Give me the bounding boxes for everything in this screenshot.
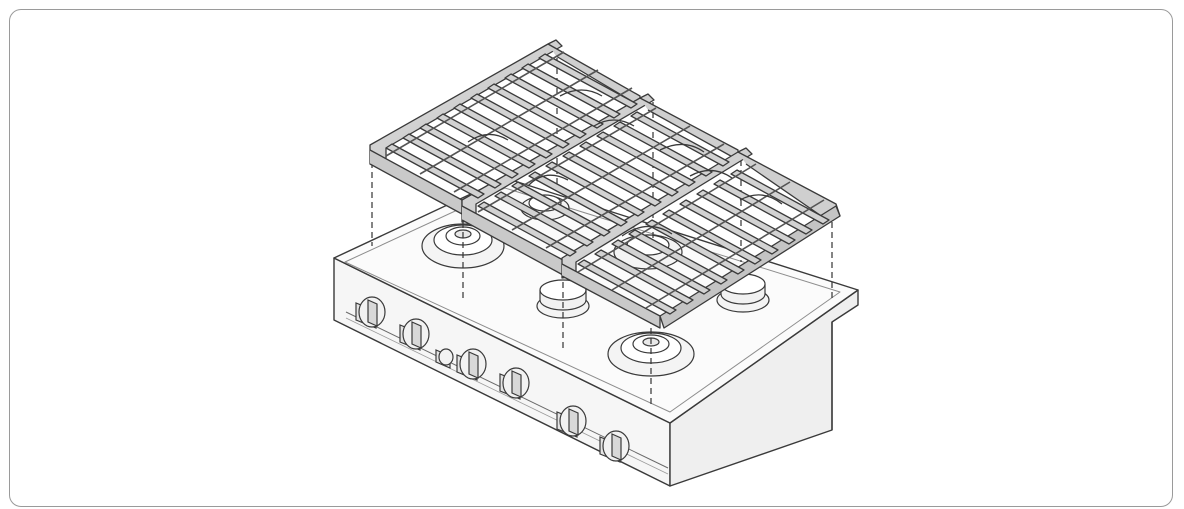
knob-1 — [355, 296, 386, 329]
grate-left — [369, 39, 641, 215]
knob-5 — [556, 405, 587, 438]
burner-front-center — [536, 279, 590, 319]
grates — [369, 39, 841, 329]
knob-3 — [456, 348, 487, 381]
knob-6 — [599, 430, 630, 463]
control-knobs — [355, 296, 630, 463]
indicator-switch — [435, 348, 454, 369]
grate-burner-cutouts — [467, 89, 783, 237]
knob-2 — [399, 318, 430, 351]
knob-4 — [499, 367, 530, 400]
grate-rails — [385, 51, 825, 309]
grate-right — [561, 147, 841, 329]
